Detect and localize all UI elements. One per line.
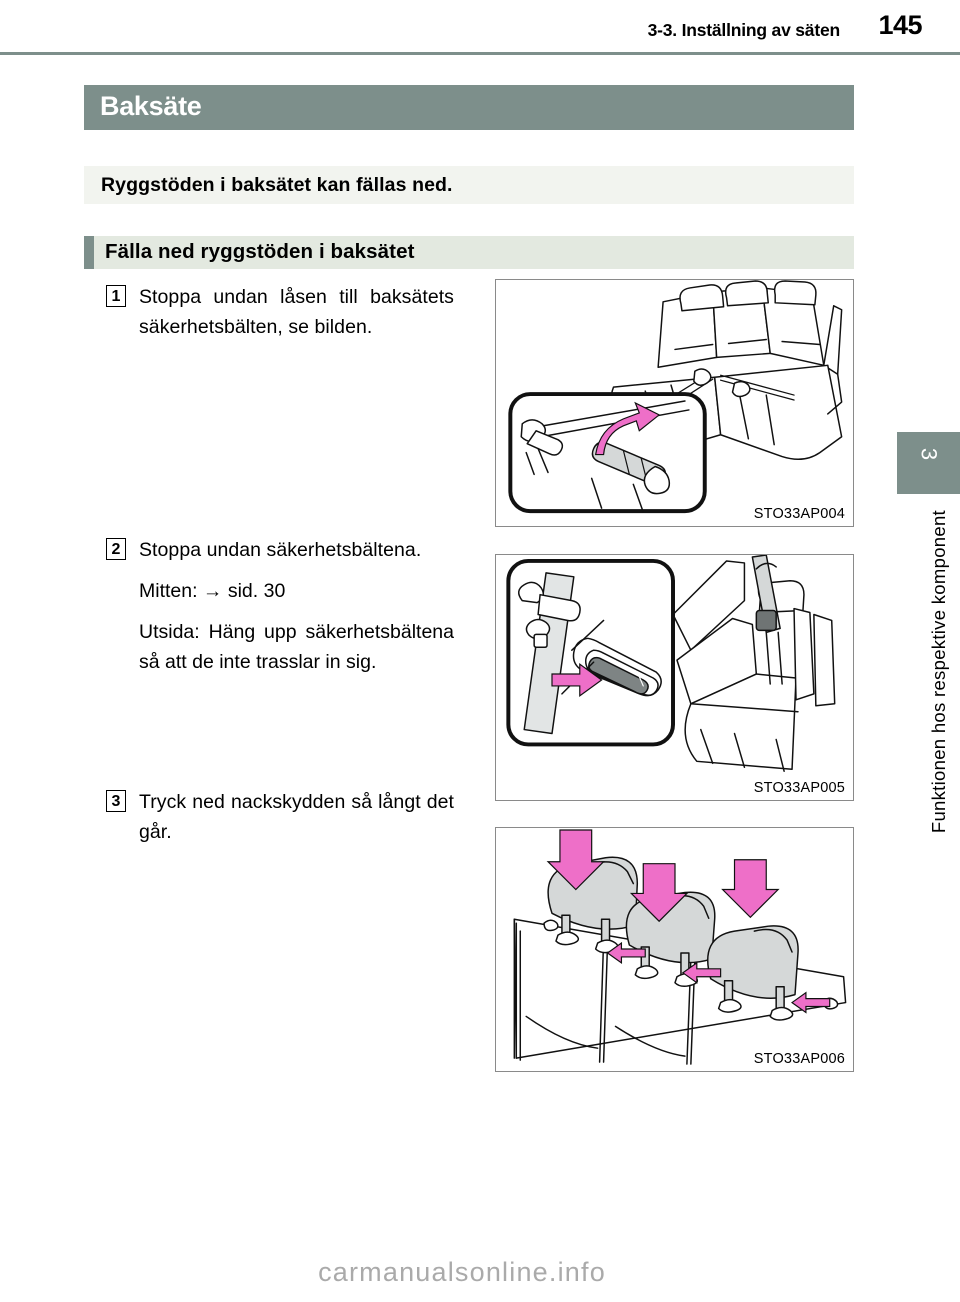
step-body: Stoppa undan säkerhetsbältena. Mitten: →… xyxy=(139,535,454,677)
step-text: Stoppa undan säkerhetsbältena. xyxy=(139,539,422,561)
figure-code: STO33AP006 xyxy=(752,1051,846,1067)
section-heading-accent-bar xyxy=(84,236,94,269)
figure-head-restraints: STO33AP006 xyxy=(495,827,854,1072)
figure-seat-belt-stowage: STO33AP005 xyxy=(495,554,854,801)
figure-code: STO33AP004 xyxy=(752,506,846,522)
insert-arrow-icon xyxy=(551,662,603,698)
chapter-side-label: Funktionen hos respektive komponent xyxy=(928,510,949,834)
step-sub-text: Mitten: → sid. 30 xyxy=(139,580,286,602)
header-section-title: 3-3. Inställning av säten xyxy=(647,20,841,40)
step-number-badge: 3 xyxy=(106,790,126,812)
chapter-tab-number: 3 xyxy=(916,447,942,461)
release-arrow-icon xyxy=(681,961,722,984)
document-title: Baksäte xyxy=(100,91,202,121)
release-arrow-icon xyxy=(791,991,831,1014)
push-down-arrow-icon xyxy=(629,863,689,923)
step-number-badge: 2 xyxy=(106,538,126,560)
motion-arrow-icon xyxy=(594,401,661,456)
belt-stowage-illustration xyxy=(506,555,836,772)
step-text: Stoppa undan låsen till baksätets säkerh… xyxy=(139,286,454,338)
figure-code: STO33AP005 xyxy=(752,780,846,796)
section-heading: Fälla ned ryggstöden i baksätet xyxy=(84,236,854,269)
step-body: Tryck ned nackskydden så långt det går. xyxy=(139,787,454,847)
document-title-bar: Baksäte xyxy=(84,85,854,130)
push-down-arrow-icon xyxy=(721,859,780,919)
step-item: 2 Stoppa undan säkerhetsbältena. Mitten:… xyxy=(84,535,459,677)
page-header: 3-3. Inställning av säten 145 xyxy=(0,0,960,52)
main-content: Baksäte Ryggstöden i baksätet kan fällas… xyxy=(84,85,854,1072)
release-arrow-icon xyxy=(606,941,646,965)
page-number: 145 xyxy=(878,10,922,40)
header-rule xyxy=(0,52,960,55)
rear-seat-illustration xyxy=(508,280,843,514)
step-item: 3 Tryck ned nackskydden så långt det går… xyxy=(84,787,459,847)
step-sub-text: Utsida: Häng upp säkerhetsbältena så att… xyxy=(139,621,454,673)
push-down-arrow-icon xyxy=(546,829,606,891)
figure-rear-seat-belt-buckles: STO33AP004 xyxy=(495,279,854,527)
site-watermark: carmanualsonline.info xyxy=(318,1257,606,1287)
chapter-tab: 3 xyxy=(897,432,960,494)
intro-callout: Ryggstöden i baksätet kan fällas ned. xyxy=(84,166,854,204)
step-body: Stoppa undan låsen till baksätets säkerh… xyxy=(139,282,454,342)
head-restraints-illustration xyxy=(513,829,847,1065)
intro-text: Ryggstöden i baksätet kan fällas ned. xyxy=(101,174,453,196)
steps-and-figures: 1 Stoppa undan låsen till baksätets säke… xyxy=(84,279,854,1072)
step-number-badge: 1 xyxy=(106,285,126,307)
section-heading-text: Fälla ned ryggstöden i baksätet xyxy=(105,240,415,263)
step-text: Tryck ned nackskydden så långt det går. xyxy=(139,791,454,843)
step-item: 1 Stoppa undan låsen till baksätets säke… xyxy=(84,282,459,342)
